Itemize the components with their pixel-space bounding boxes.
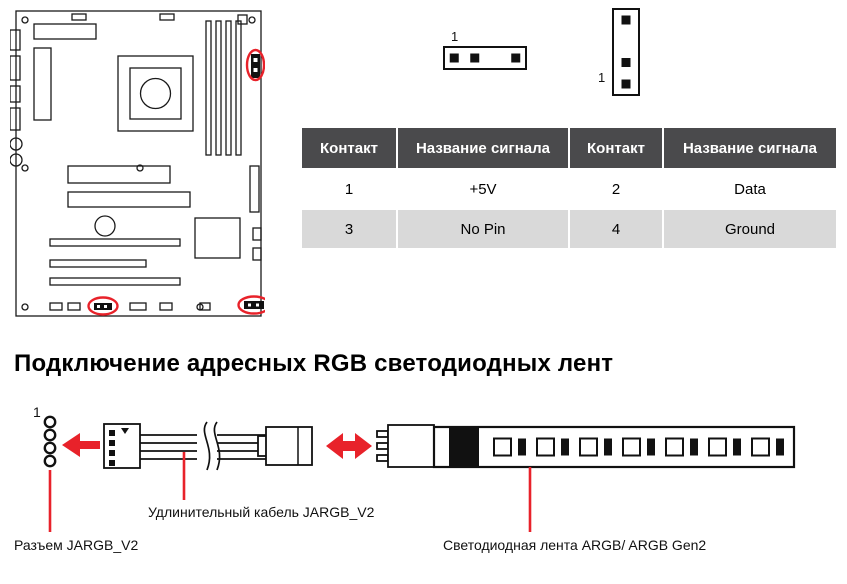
left-arrow: [62, 433, 100, 457]
led-strip: [432, 425, 796, 469]
dimm-slots: [205, 20, 242, 156]
connector-highlight-bottom-right: [237, 295, 265, 315]
table-header-cell: Название сигнала: [662, 126, 838, 170]
cable-label: Удлинительный кабель JARGB_V2: [148, 504, 375, 520]
table-header-cell: Контакт: [300, 126, 398, 170]
vertical-header-pin1-label: 1: [598, 70, 606, 85]
pin-4: [621, 15, 631, 25]
table-cell: 2: [568, 168, 664, 210]
table-header-cell: Название сигнала: [396, 126, 570, 170]
cmos-battery: [94, 215, 116, 237]
vrm-heatsink: [33, 23, 97, 40]
argb-connection-diagram: [43, 415, 796, 532]
cable-female-connector: [103, 423, 141, 469]
pin-1: [449, 53, 459, 63]
strip-label: Светодиодная лента ARGB/ ARGB Gen2: [443, 537, 707, 553]
table-cell: 1: [300, 168, 398, 210]
connector-highlight-right: [245, 48, 265, 82]
cpu-socket: [117, 55, 194, 132]
pin-2: [470, 53, 480, 63]
board-outline: [15, 10, 262, 317]
table-cell: +5V: [396, 168, 570, 210]
section-heading: Подключение адресных RGB светодиодных ле…: [14, 350, 614, 377]
horizontal-header-pin1-label: 1: [451, 29, 459, 44]
table-header-cell: Контакт: [568, 126, 664, 170]
table-header-row: Контакт Название сигнала Контакт Названи…: [300, 126, 838, 170]
cable-male-connector: [257, 426, 313, 466]
connector-highlights: [87, 48, 265, 316]
chipset-heatsink: [194, 217, 241, 259]
table-cell: No Pin: [396, 208, 570, 250]
pin-table: Контакт Название сигнала Контакт Названи…: [300, 126, 838, 250]
connector-highlight-bottom-left: [87, 296, 119, 316]
connector-label: Разъем JARGB_V2: [14, 537, 139, 553]
pin-2: [621, 58, 631, 67]
double-arrow: [326, 433, 372, 459]
callout-lines: [48, 452, 532, 532]
pcie-slots: [49, 238, 181, 286]
pin-1: [621, 79, 631, 89]
jargb-header-vertical-diagram: [612, 8, 640, 96]
m2-slot: [67, 165, 171, 184]
motherboard-diagram: [10, 10, 265, 317]
table-cell: 4: [568, 208, 664, 250]
jargb-header-horizontal-diagram: [443, 46, 527, 70]
strip-plug: [376, 424, 435, 468]
table-row: 3 No Pin 4 Ground: [300, 208, 838, 250]
table-cell: 3: [300, 208, 398, 250]
table-cell: Ground: [662, 208, 838, 250]
table-cell: Data: [662, 168, 838, 210]
pin-4: [511, 53, 521, 63]
atx-power-connector: [249, 165, 260, 213]
cable-wires: [140, 421, 266, 471]
jargb-connectors: [94, 54, 264, 310]
diagram-pin1-label: 1: [33, 404, 41, 420]
jargb-connector-end: [43, 415, 57, 468]
table-row: 1 +5V 2 Data: [300, 168, 838, 210]
